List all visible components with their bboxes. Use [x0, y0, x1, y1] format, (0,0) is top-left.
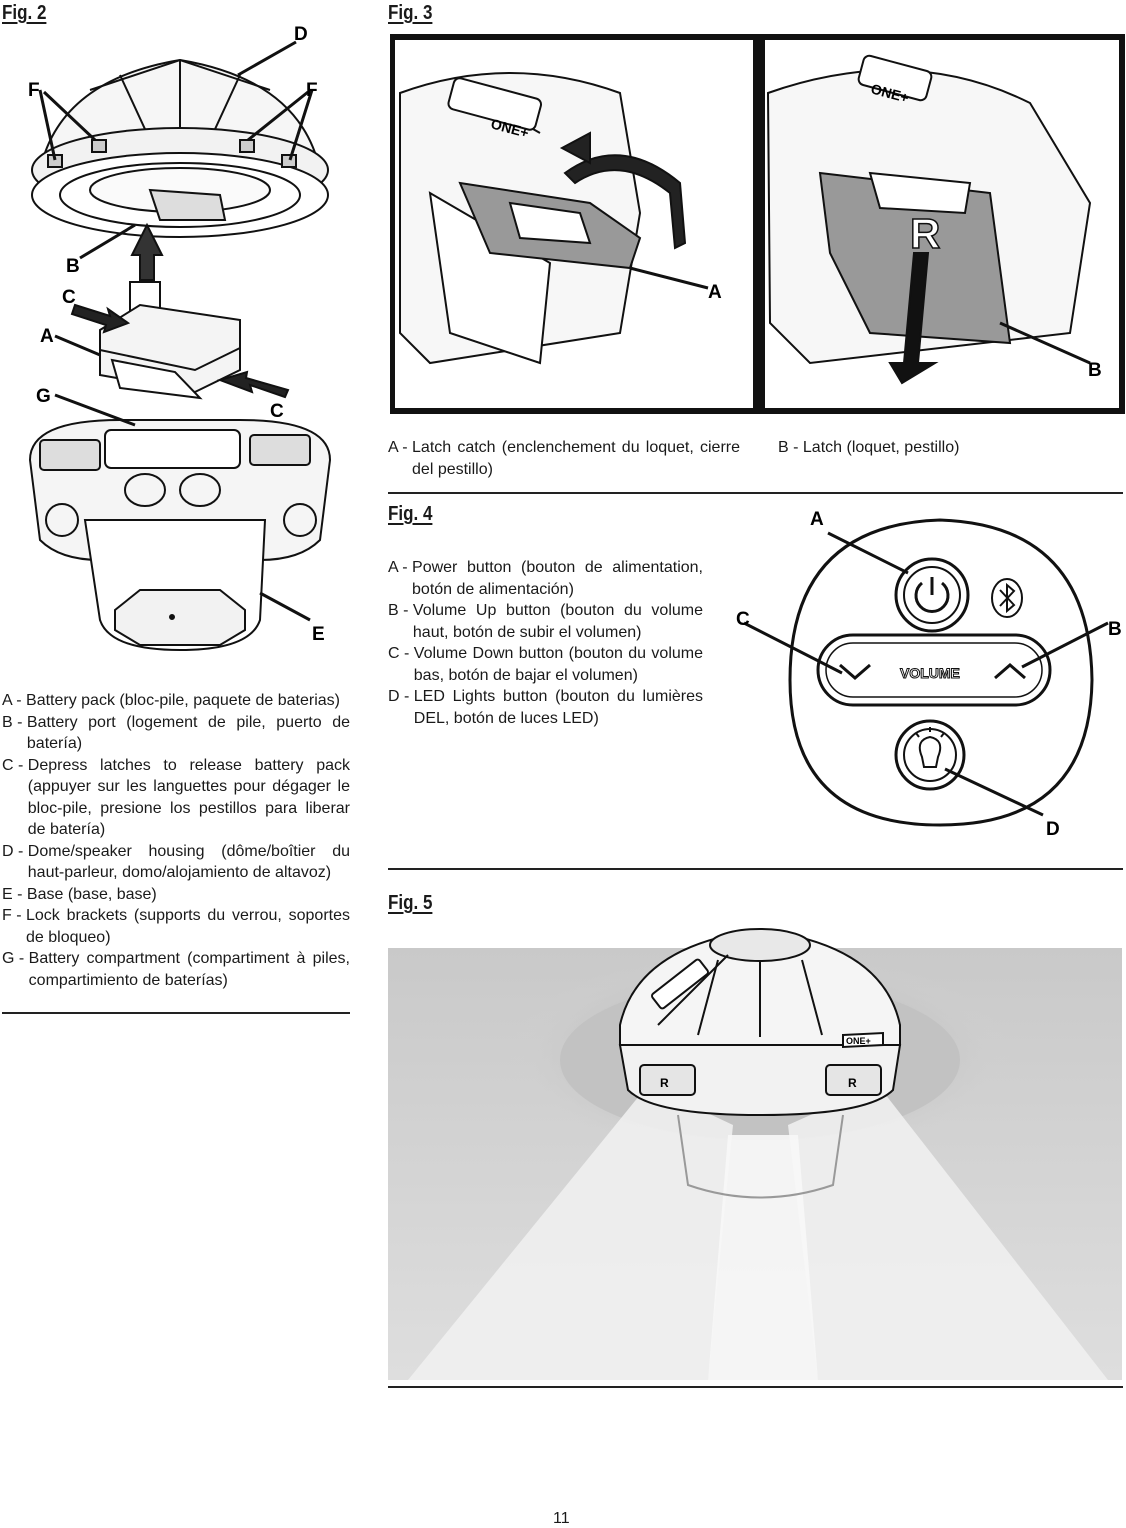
chevron-down-icon: [839, 663, 871, 680]
legend-item: E - Base (base, base): [2, 885, 157, 903]
fig5-latch-mark-left: R: [660, 1076, 669, 1090]
legend-item: F - Lock brackets (supports du verrou, s…: [2, 907, 350, 946]
fig5-divider: [388, 1386, 1123, 1388]
legend-item: B - Battery port (logement de pile, puer…: [2, 713, 350, 753]
fig4-callout-c: C: [736, 609, 750, 630]
fig5-latch-mark-right: R: [848, 1076, 857, 1090]
legend-item: B - Volume Up button (bouton du volume h…: [388, 602, 703, 641]
power-icon: [894, 557, 970, 633]
fig3-illustration: ONE+ ONE+ R A B: [390, 34, 1125, 414]
fig2-callout-e: E: [312, 624, 325, 645]
fig4-callout-b: B: [1108, 619, 1122, 640]
fig4-control-panel: VOLUME A C B D: [736, 509, 1122, 840]
fig3-latch-mark: R: [910, 210, 940, 257]
fig4-title: Fig. 4: [388, 503, 433, 525]
fig3-legend-b: B - Latch (loquet, pestillo): [778, 439, 960, 456]
fig2-legend: A - Battery pack (bloc-pile, paquete de …: [2, 690, 350, 991]
fig2-divider: [2, 1012, 350, 1014]
bluetooth-icon: [991, 578, 1023, 618]
fig2-callout-g: G: [36, 386, 51, 407]
light-bulb-icon: [894, 719, 966, 791]
fig5-illustration: RYOBI ONE+ R R: [388, 928, 1122, 1380]
fig4-divider: [388, 868, 1123, 870]
fig4-legend: A - Power button (bouton de alimentation…: [388, 557, 703, 729]
fig4-callout-a: A: [810, 509, 824, 530]
legend-item: A - Power button (bouton de alimentation…: [388, 559, 703, 598]
fig4-callout-d: D: [1046, 819, 1060, 840]
legend-item: C - Depress latches to release battery p…: [2, 756, 350, 839]
page-number: 11: [553, 1510, 570, 1527]
fig2-title: Fig. 2: [2, 2, 47, 24]
legend-item: C - Volume Down button (bouton du volume…: [388, 645, 703, 684]
volume-label: VOLUME: [900, 665, 960, 681]
fig2-illustration: D F F B C A G C E: [28, 24, 332, 652]
fig2-callout-d: D: [294, 24, 308, 45]
fig3-callout-b: B: [1088, 360, 1102, 381]
legend-item: A - Battery pack (bloc-pile, paquete de …: [2, 692, 340, 709]
legend-item: D - LED Lights button (bouton du lumière…: [388, 688, 703, 727]
fig2-callout-c-bottom: C: [270, 401, 284, 422]
fig2-callout-a: A: [40, 326, 54, 347]
fig2-callout-c-top: C: [62, 287, 76, 308]
fig3-legend-a: A - Latch catch (enclenchement du loquet…: [388, 439, 740, 478]
legend-item: G - Battery compartment (compartiment à …: [2, 950, 350, 989]
fig2-callout-f-right: F: [306, 80, 318, 101]
chevron-up-icon: [994, 663, 1026, 680]
fig2-callout-f-left: F: [28, 80, 40, 101]
legend-item: D - Dome/speaker housing (dôme/boîtier d…: [2, 842, 350, 882]
fig5-brand-mark: ONE+: [846, 1036, 871, 1046]
fig3-title: Fig. 3: [388, 2, 433, 24]
fig3-callout-a: A: [708, 282, 722, 303]
fig2-callout-b: B: [66, 256, 80, 277]
fig5-title: Fig. 5: [388, 892, 433, 914]
fig3-divider: [388, 492, 1123, 494]
